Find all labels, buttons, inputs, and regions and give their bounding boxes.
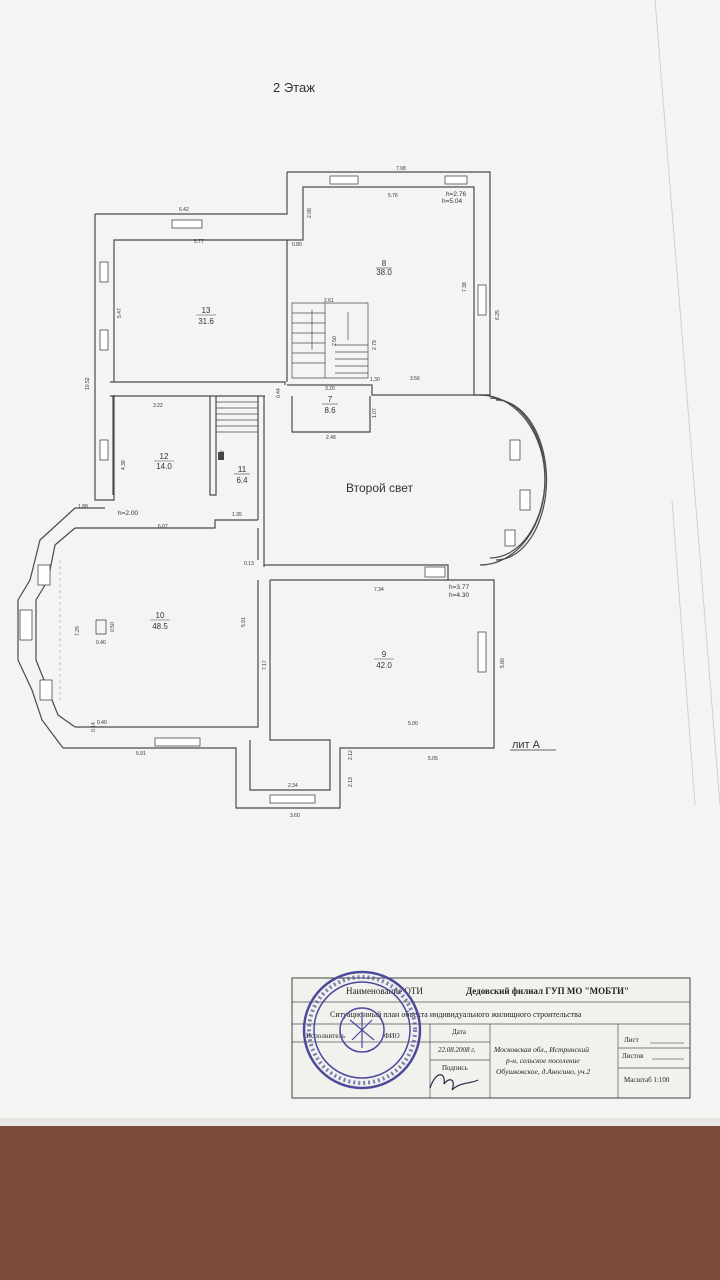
svg-text:h=4.30: h=4.30 [449,592,469,599]
svg-text:4.77: 4.77 [220,450,226,460]
column [95,619,107,635]
room-12-number: 12 [160,452,169,461]
svg-text:Исполнитель: Исполнитель [306,1032,345,1040]
height-marks: h=2.76 h=5.04 h=3.77 h=4.30 h=2.00 [118,191,469,599]
svg-text:1.07: 1.07 [372,408,378,418]
floor-title: 2 Этаж [273,80,315,95]
room-13-area: 31.6 [198,317,214,326]
svg-text:10.52: 10.52 [85,377,91,390]
svg-text:0.40: 0.40 [97,720,107,726]
room-7-number: 7 [328,395,333,404]
svg-text:3.60: 3.60 [290,813,300,819]
walls [17,171,548,809]
dimension-labels-vertical: 2.08 5.47 10.52 7.38 6.25 2.50 2.79 0.44… [75,208,506,787]
svg-text:5.47: 5.47 [117,308,123,318]
svg-text:6.07: 6.07 [158,524,168,530]
svg-text:3.20: 3.20 [325,386,335,392]
svg-text:2.12: 2.12 [348,750,354,760]
room-8-number: 8 [382,259,387,268]
svg-text:7.08: 7.08 [396,166,406,172]
svg-text:4.38: 4.38 [121,460,127,470]
svg-text:5.80: 5.80 [500,658,506,668]
svg-text:2.13: 2.13 [348,777,354,787]
svg-text:Лист: Лист [624,1036,639,1044]
svg-text:5.91: 5.91 [241,617,247,627]
double-height-label: Второй свет [346,481,414,495]
room-8-area: 38.0 [376,268,392,277]
svg-text:Обушковское, д.Аносино, уч.2: Обушковское, д.Аносино, уч.2 [496,1067,590,1076]
svg-text:Дата: Дата [452,1028,467,1036]
svg-text:Ситуационный план объекта инди: Ситуационный план объекта индивидуальног… [330,1010,582,1019]
svg-text:6.25: 6.25 [495,310,501,320]
svg-text:Наименование ОТИ: Наименование ОТИ [346,986,423,996]
stairs [215,302,369,433]
room-9-number: 9 [382,650,387,659]
svg-text:0.80: 0.80 [292,242,302,248]
svg-text:5.91: 5.91 [136,751,146,757]
chimney [218,452,224,460]
windows [19,175,531,804]
svg-text:6.42: 6.42 [179,207,189,213]
svg-text:ФИО: ФИО [384,1032,400,1040]
svg-text:22.08.2008 г.: 22.08.2008 г. [438,1046,476,1054]
svg-text:2.79: 2.79 [372,340,378,350]
svg-text:0.50: 0.50 [110,622,116,632]
svg-text:0.13: 0.13 [244,561,254,567]
svg-text:0.40: 0.40 [96,640,106,646]
svg-text:2.61: 2.61 [324,298,334,304]
room-13-number: 13 [202,306,211,315]
svg-text:h=5.04: h=5.04 [442,198,462,205]
svg-text:0.14: 0.14 [91,722,97,732]
svg-text:1.88: 1.88 [78,504,88,510]
paper [0,0,720,1125]
svg-text:Дедовский филиал ГУП МО "МОБТИ: Дедовский филиал ГУП МО "МОБТИ" [466,986,629,996]
svg-text:7.25: 7.25 [75,626,81,636]
room-11-number: 11 [238,465,247,474]
svg-text:7.38: 7.38 [462,282,468,292]
round-seal [302,970,422,1090]
signature [429,1074,479,1091]
room-7-area: 8.6 [324,406,336,415]
room-10-number: 10 [156,611,165,620]
svg-text:2.50: 2.50 [332,336,338,346]
svg-text:h=3.77: h=3.77 [449,584,469,591]
svg-text:h=2.00: h=2.00 [118,510,138,517]
svg-text:2.08: 2.08 [307,208,313,218]
svg-text:Подпись: Подпись [442,1064,468,1072]
svg-text:Московская обл., Истринский: Московская обл., Истринский [493,1045,589,1054]
room-12-area: 14.0 [156,462,172,471]
svg-text:2.48: 2.48 [326,435,336,441]
room-9-area: 42.0 [376,661,392,670]
paper-fold-line [654,0,720,806]
svg-text:1.35: 1.35 [232,512,242,518]
svg-text:3.22: 3.22 [153,403,163,409]
svg-text:5.77: 5.77 [194,239,204,245]
dimension-labels: 7.08 5.76 6.42 5.77 0.80 2.61 1.30 3.56 … [78,166,438,819]
title-block: Наименование ОТИ Дедовский филиал ГУП МО… [291,977,691,1099]
svg-text:2.34: 2.34 [288,783,298,789]
svg-text:7.34: 7.34 [374,587,384,593]
room-10-area: 48.5 [152,622,168,631]
svg-text:5.00: 5.00 [408,721,418,727]
building-label: лит А [512,739,541,751]
svg-text:5.76: 5.76 [388,193,398,199]
svg-text:7.17: 7.17 [262,660,268,670]
room-11-area: 6.4 [236,476,248,485]
svg-text:5.05: 5.05 [428,756,438,762]
svg-text:3.56: 3.56 [410,376,420,382]
svg-text:р-н, сельское поселение: р-н, сельское поселение [505,1056,580,1065]
room-labels: 8 38.0 13 31.6 7 8.6 12 14.0 11 6.4 10 4… [150,259,394,670]
svg-text:Листов: Листов [622,1052,644,1060]
svg-text:1.30: 1.30 [370,377,380,383]
svg-text:Масштаб 1:100: Масштаб 1:100 [624,1076,670,1084]
svg-text:0.44: 0.44 [276,388,282,398]
svg-text:h=2.76: h=2.76 [446,191,466,198]
paper-edge [0,1118,720,1126]
